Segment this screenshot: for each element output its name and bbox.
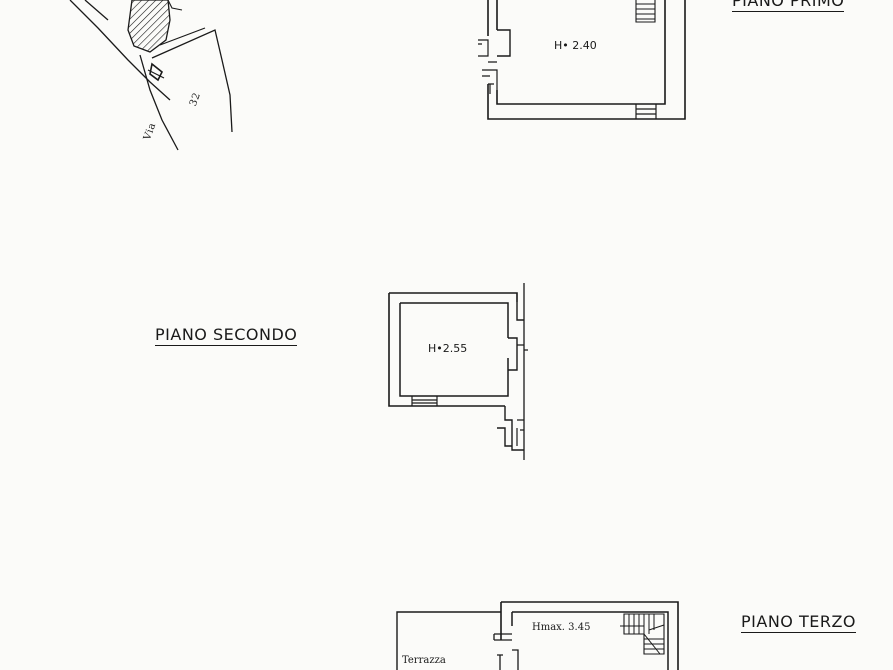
terrace-label: Terrazza: [402, 655, 446, 666]
plan-primo: [478, 0, 686, 120]
entrance-arrow-icon: [149, 62, 164, 82]
room-height-terzo: Hmax. 3.45: [532, 622, 591, 633]
site-map: [69, 0, 233, 151]
hatched-building: [127, 0, 171, 53]
room-height-secondo: H•2.55: [428, 342, 468, 355]
heading-piano-terzo: PIANO TERZO: [741, 612, 857, 633]
plan-terzo: [396, 601, 679, 670]
plan-secondo: [388, 283, 528, 460]
room-height-primo: H• 2.40: [554, 39, 597, 52]
heading-piano-primo: PIANO PRIMO: [732, 0, 845, 12]
heading-piano-secondo: PIANO SECONDO: [155, 325, 298, 346]
